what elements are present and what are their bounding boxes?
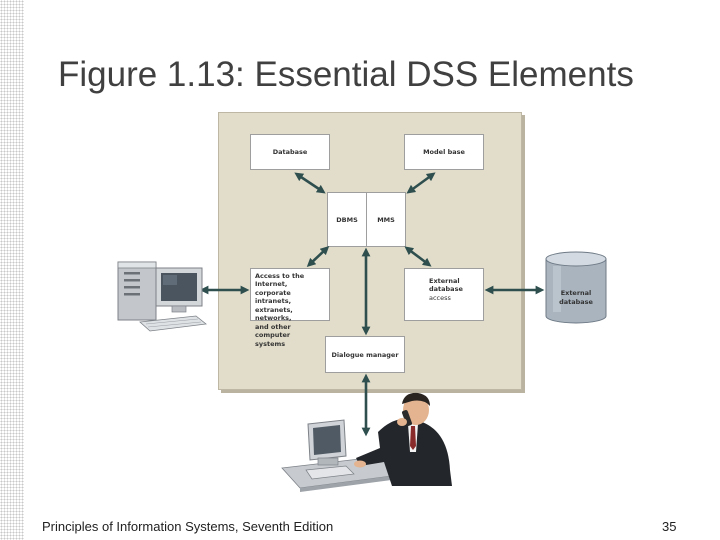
external-database-label: External database: [546, 289, 606, 307]
model-base-label: Model base: [423, 148, 465, 156]
arrow-database-dbms: [294, 172, 326, 194]
page-number: 35: [662, 519, 677, 534]
arrow-dbms-network: [306, 245, 330, 268]
network-access-line: systems: [255, 339, 286, 348]
network-access-box: Access to the Internet, corporate intran…: [250, 268, 330, 348]
network-access-line: Access to the Internet,: [255, 272, 305, 289]
database-label: Database: [272, 148, 308, 156]
user-at-computer-icon: [281, 392, 452, 492]
arrow-mms-external: [404, 246, 432, 267]
arrow-modelbase-mms: [406, 172, 436, 194]
mms-box: MMS: [366, 192, 406, 247]
dotted-left-border: [0, 0, 24, 540]
network-access-line: and other computer: [255, 322, 291, 340]
external-access-line: External: [429, 277, 460, 285]
footer-text: Principles of Information Systems, Seven…: [42, 519, 334, 534]
external-access-line: access: [429, 293, 451, 302]
slide-title: Figure 1.13: Essential DSS Elements: [58, 55, 634, 94]
network-access-line: corporate intranets,: [255, 288, 292, 306]
dialogue-manager-box: Dialogue manager: [325, 336, 405, 373]
mms-label: MMS: [377, 215, 395, 224]
external-database-line: database: [559, 297, 593, 306]
dbms-label: DBMS: [336, 215, 358, 224]
external-database-cylinder-icon: [545, 251, 607, 324]
desktop-computer-icon: [117, 261, 207, 332]
dialogue-manager-label: Dialogue manager: [331, 350, 399, 359]
database-box: Database: [250, 134, 330, 170]
external-database-access-box: External database access: [404, 268, 484, 321]
external-access-line: database: [429, 285, 463, 294]
model-base-box: Model base: [404, 134, 484, 170]
network-access-line: extranets, networks,: [255, 305, 293, 323]
external-database-line: External: [560, 289, 592, 297]
